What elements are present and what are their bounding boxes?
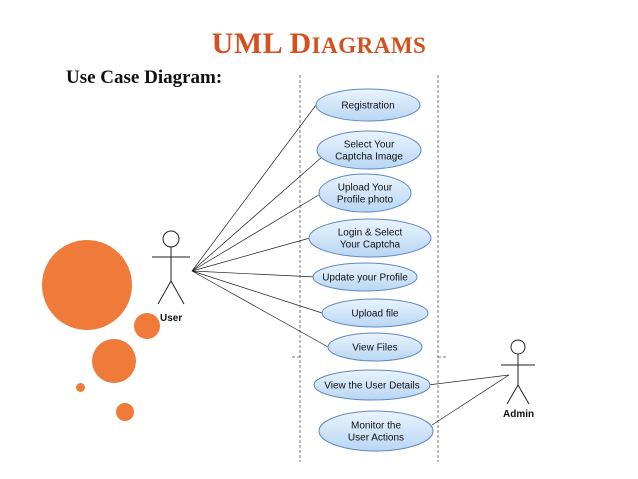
use-case-ellipse (318, 173, 412, 213)
use-case-label: User Actions (348, 433, 404, 444)
use-case-7: View Files (327, 332, 423, 362)
use-case-8: View the User Details (313, 369, 431, 401)
actor-admin-label: Admin (503, 409, 534, 420)
use-case-label: Update your Profile (322, 273, 408, 284)
use-case-ellipse (315, 88, 421, 122)
use-case-ellipse (316, 130, 422, 170)
user-associations (191, 104, 331, 348)
use-case-label: Profile photo (337, 195, 394, 206)
actor-user (152, 230, 190, 305)
admin-associations (427, 374, 510, 426)
use-case-label: View the User Details (324, 381, 419, 392)
use-case-label: Select Your (344, 140, 395, 151)
use-case-5: Update your Profile (312, 262, 418, 292)
use-case-label: Upload file (351, 309, 399, 320)
use-case-label: Your Captcha (340, 240, 401, 251)
use-case-ellipse (318, 410, 434, 452)
use-case-label: Login & Select (338, 228, 403, 239)
use-case-6: Upload file (321, 298, 429, 328)
decor-circle-large (42, 240, 132, 330)
actor-user-label: User (160, 313, 182, 324)
use-case-1: Registration (315, 88, 421, 122)
use-case-ellipse (308, 218, 432, 258)
use-case-label: Registration (341, 101, 394, 112)
decor-circle-mid (92, 339, 136, 383)
use-case-ellipse (327, 332, 423, 362)
decor-circle-small (116, 403, 134, 421)
use-case-label: Monitor the (351, 421, 401, 432)
use-case-ellipse (321, 298, 429, 328)
decor-circle-tiny (76, 383, 85, 392)
use-case-label: Captcha Image (335, 152, 403, 163)
title-part-1: UML D (211, 27, 312, 60)
use-case-ellipse (313, 369, 431, 401)
slide-title: UML DIAGRAMS (0, 27, 638, 61)
use-case-ellipse (312, 262, 418, 292)
use-case-label: Upload Your (338, 183, 393, 194)
system-boundary (292, 75, 448, 462)
actor-admin (501, 339, 535, 405)
slide-subtitle: Use Case Diagram: (66, 67, 223, 88)
title-part-2: IAGRAMS (311, 33, 427, 58)
decor-circle-medium (134, 313, 160, 339)
use-case-label: View Files (352, 343, 397, 354)
